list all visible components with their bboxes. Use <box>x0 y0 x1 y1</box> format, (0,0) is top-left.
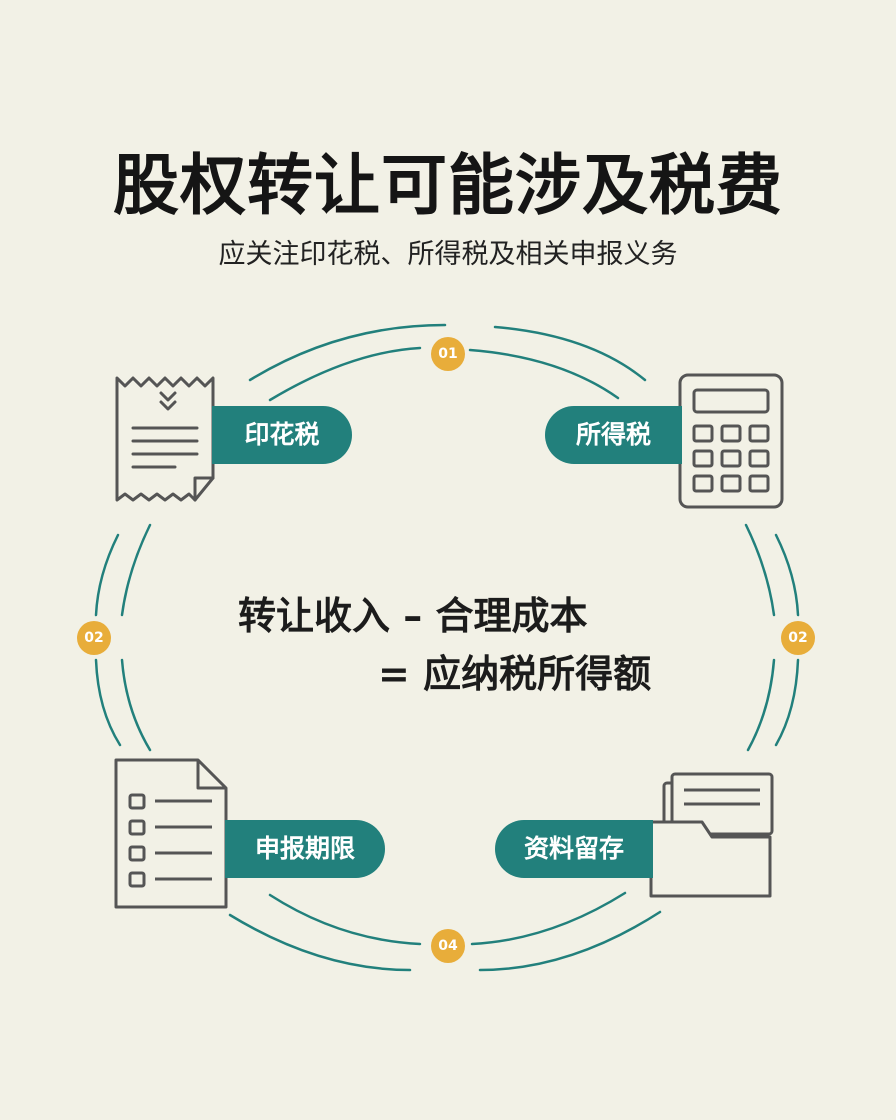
formula-line-1: 转让收入 – 合理成本 <box>238 594 588 638</box>
pill-stamp-tax-label: 印花税 <box>244 420 320 449</box>
pill-record-keeping-label: 资料留存 <box>523 834 624 863</box>
ring-arc-top-right-inner <box>468 348 620 400</box>
page-subtitle: 应关注印花税、所得税及相关申报义务 <box>218 239 678 270</box>
step-badge-bottom: 04 <box>431 929 465 963</box>
ring-arc-right-bottom-outer <box>774 658 800 747</box>
calculator-icon <box>678 373 784 509</box>
checklist-document-icon <box>114 758 228 909</box>
pill-income-tax: 所得税 <box>545 406 682 464</box>
step-badge-right: 02 <box>781 621 815 655</box>
ring-arc-top-left-inner <box>268 346 422 402</box>
page-title: 股权转让可能涉及税费 <box>113 147 783 224</box>
ring-arc-bottom-left-outer <box>228 913 412 972</box>
pill-income-tax-label: 所得税 <box>575 420 651 449</box>
ring-arc-left-bottom-outer <box>94 658 122 747</box>
formula-line-2: = 应纳税所得额 <box>378 652 652 696</box>
ring-arc-left-top-outer <box>94 533 120 617</box>
receipt-icon <box>115 376 215 502</box>
cycle-ring <box>94 323 800 972</box>
ring-arc-right-bottom-inner <box>746 658 776 752</box>
pill-filing-deadline-label: 申报期限 <box>254 834 355 863</box>
ring-arc-top-right-outer <box>493 325 647 382</box>
pill-filing-deadline: 申报期限 <box>225 820 385 878</box>
ring-arc-left-bottom-inner <box>120 658 152 752</box>
ring-arc-top-left-outer <box>248 323 447 382</box>
ring-arc-right-top-inner <box>744 523 776 617</box>
ring-arc-bottom-right-inner <box>470 891 627 946</box>
pill-stamp-tax: 印花税 <box>212 406 352 464</box>
ring-arc-bottom-left-inner <box>268 893 422 946</box>
step-badge-left: 02 <box>77 621 111 655</box>
pill-record-keeping: 资料留存 <box>495 820 653 878</box>
ring-arc-left-top-inner <box>120 523 152 617</box>
step-badge-top: 01 <box>431 337 465 371</box>
ring-arc-bottom-right-outer <box>478 910 662 972</box>
folder-icon <box>649 772 774 898</box>
ring-arc-right-top-outer <box>774 533 800 617</box>
